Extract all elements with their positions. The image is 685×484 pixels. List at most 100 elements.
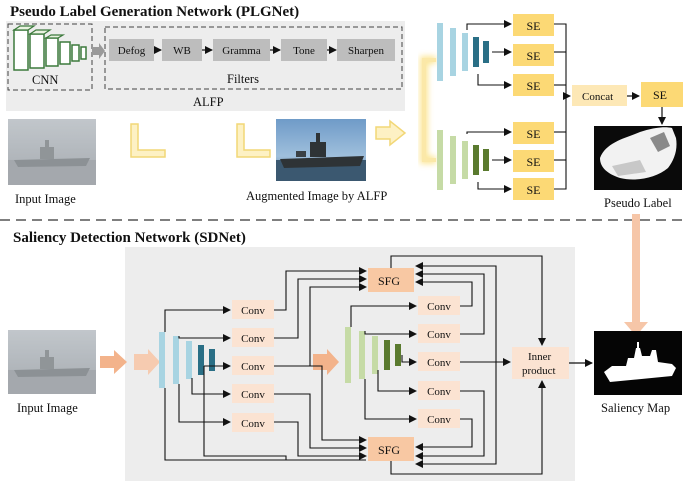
sd-conv3-sfgb	[274, 365, 367, 444]
conv-blue-3-label: Conv	[241, 361, 265, 373]
filter-gramma-label: Gramma	[222, 45, 261, 57]
sd-green-layer-5	[395, 344, 401, 366]
conv-blue-1-label: Conv	[241, 305, 265, 317]
conv-green-2-box	[418, 324, 460, 343]
green-to-se4	[466, 128, 512, 136]
green-to-se6	[477, 182, 512, 193]
filters-label: Filters	[227, 72, 259, 86]
conv-green-4-label: Conv	[427, 386, 451, 398]
plg-title: Pseudo Label Generation Network (PLGNet)	[10, 4, 299, 20]
saliency-caption: Saliency Map	[601, 401, 670, 415]
sd-conv2-sfg	[274, 275, 367, 339]
filter-wb-label: WB	[173, 45, 191, 57]
sd-green-layer-4	[384, 340, 390, 370]
sd-gconv1-sfg	[415, 278, 473, 307]
filter-sharpen-label: Sharpen	[348, 45, 385, 57]
filter-defog-label: Defog	[118, 45, 146, 57]
se-final-box	[641, 82, 683, 107]
sdnet-connections	[164, 255, 546, 475]
sd-green-encoder	[345, 327, 401, 383]
sd-g2-conv2	[364, 330, 417, 338]
se-box-5	[513, 150, 554, 172]
input-to-alfp-arrow	[130, 123, 166, 158]
sd-conv4-sfgb	[274, 393, 367, 452]
conv-blue-4-box	[232, 384, 274, 403]
pseudo-to-saliency-arrow	[624, 214, 648, 336]
filter-tone-box	[281, 39, 327, 61]
se-box-2	[513, 44, 554, 66]
inner-product-label-line1: Inner	[528, 351, 552, 363]
plg-blue-layer-5	[483, 41, 489, 63]
filter-wb-box	[162, 39, 202, 61]
sd-b1-conv1	[164, 306, 231, 332]
cnn-icon	[12, 25, 87, 71]
conv-green-1-box	[418, 296, 460, 315]
conv-blue-1-box	[232, 300, 274, 319]
plg-blue-layer-1	[437, 23, 443, 81]
sd-conv5-sfgb	[274, 421, 367, 460]
sd-g3-conv4	[377, 370, 417, 395]
conv-blue-4-label: Conv	[241, 389, 265, 401]
sd-green-layer-3	[372, 336, 378, 374]
sd-input-image	[8, 330, 96, 394]
augmented-to-network-arrow	[375, 119, 407, 147]
plg-blue-encoder	[437, 23, 489, 81]
conv-blue-5-label: Conv	[241, 418, 265, 430]
plg-green-layer-2	[450, 136, 456, 184]
se-label-5: SE	[526, 155, 540, 169]
alfp-panel	[6, 21, 405, 111]
alfp-label: ALFP	[193, 95, 224, 109]
sd-glow-arrow	[134, 349, 160, 375]
blue-to-se3	[477, 74, 512, 89]
sd-input-arrow	[100, 350, 127, 374]
plg-green-encoder	[437, 130, 489, 190]
sd-b3-conv4	[191, 378, 231, 398]
sd-gconv5-sfgb	[415, 418, 473, 451]
filters-dashed-box	[104, 26, 403, 90]
plg-input-caption: Input Image	[15, 192, 76, 206]
se-box-3	[513, 74, 554, 96]
cnn-dashed-box	[7, 23, 93, 91]
saliency-map-image	[594, 331, 682, 395]
augmented-caption: Augmented Image by ALFP	[246, 189, 387, 203]
plg-input-image	[8, 119, 96, 185]
filter-defog-box	[109, 39, 154, 61]
sd-sfgtop-inner	[390, 255, 546, 346]
sd-blue-layer-5	[209, 349, 215, 371]
sd-b2-conv5	[178, 384, 231, 426]
sd-blue-encoder	[159, 332, 215, 388]
concat-label: Concat	[582, 91, 613, 103]
sd-g2-conv5	[364, 379, 417, 423]
sfg-bottom-box	[368, 437, 414, 461]
plg-blue-layer-2	[450, 28, 456, 76]
conv-green-5-label: Conv	[427, 414, 451, 426]
se-label-3: SE	[526, 79, 540, 93]
sd-outer-b	[203, 366, 287, 460]
sd-mid-arrow	[313, 349, 339, 375]
alfp-to-augmented-arrow	[236, 123, 271, 158]
sd-gconv2-sfg	[415, 270, 485, 335]
pseudo-label-image	[594, 126, 682, 190]
glow-bracket-core	[422, 58, 436, 162]
sd-sfgbot-inner	[390, 380, 546, 475]
conv-green-5-box	[418, 409, 460, 428]
se-label-6: SE	[526, 183, 540, 197]
blue-to-se1	[466, 20, 512, 30]
se-label-2: SE	[526, 49, 540, 63]
plg-green-layer-3	[462, 141, 468, 179]
inner-product-box	[512, 347, 569, 379]
filter-tone-label: Tone	[293, 45, 315, 57]
se-box-1	[513, 14, 554, 36]
se-box-4	[513, 122, 554, 144]
sd-gconv4-sfgb	[415, 390, 485, 460]
plg-blue-layer-3	[462, 33, 468, 71]
sd-blue-layer-4	[198, 345, 204, 375]
cnn-to-filters-arrow	[92, 43, 105, 59]
sd-blue-layer-1	[159, 332, 165, 388]
sd-blue-layer-3	[186, 341, 192, 379]
se-collector	[554, 23, 567, 190]
sd-outer-b2	[164, 388, 366, 461]
conv-blue-2-label: Conv	[241, 333, 265, 345]
sd-conv1-sfg	[274, 267, 367, 311]
